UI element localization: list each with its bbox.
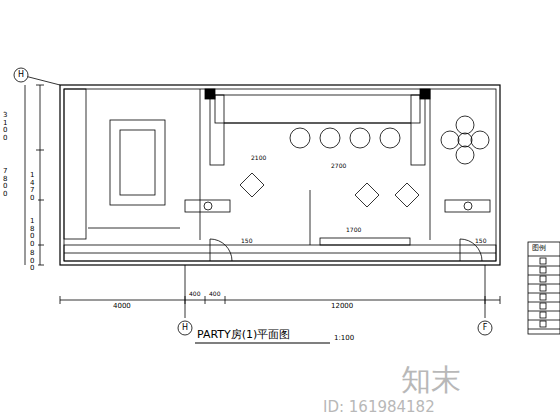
dimension-text: 1800 [29,218,38,249]
dimension-text: 2700 [330,163,347,169]
dimension-text: 400 [208,291,221,297]
dimension-text: 1470 [29,172,38,203]
dimension-text: 3100 [2,112,11,143]
dimension-text: 12000 [330,303,354,310]
dimension-text: 7800 [2,168,11,199]
drawing-title: PARTY房(1)平面图 [196,329,291,340]
dimension-text: 2100 [250,155,267,161]
axis-bubble: H [177,320,193,336]
axis-letter: H [177,320,193,332]
watermark: ID: 161984182 [322,400,436,415]
axis-bubble: F [477,320,493,336]
dimension-text: 150 [474,238,487,244]
axis-bubble: H [13,67,29,83]
axis-letter: F [477,320,493,332]
axis-letter: H [13,67,29,79]
dimension-text: 800 [29,250,38,273]
watermark: 知末 [400,365,462,395]
dimension-text: 1700 [345,227,362,233]
legend-heading: 图例 [531,245,547,252]
dimension-text: 150 [240,238,253,244]
dimension-text: 400 [188,291,201,297]
dimension-text: 4000 [112,303,132,310]
dimension-text: 1:100 [333,335,355,342]
